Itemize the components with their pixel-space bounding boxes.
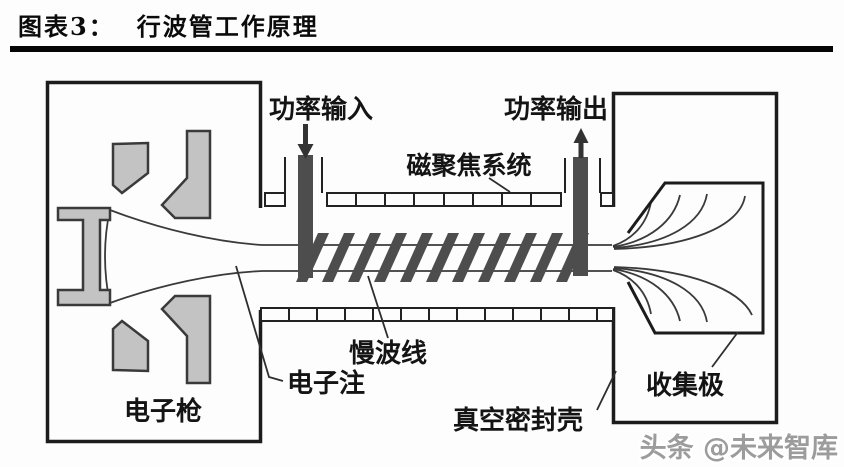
- label-power-output: 功率输出: [504, 94, 608, 125]
- rf-output-antenna: [573, 157, 588, 276]
- rf-input-antenna: [298, 155, 313, 278]
- collector-electrode: [626, 181, 765, 335]
- rf-couplers: [298, 155, 588, 278]
- magnet-row-bottom: [260, 307, 614, 322]
- helix-slow-wave-bars: [296, 233, 589, 282]
- label-electron-gun: 电子枪: [124, 396, 202, 427]
- waveguide-walls: [264, 157, 614, 207]
- focus-electrode-bottom-left: [111, 319, 150, 373]
- electron-beam-lines: [104, 208, 612, 305]
- label-magnetic-focusing-system: 磁聚焦系统: [406, 151, 531, 180]
- power-arrows: [297, 124, 589, 159]
- label-power-input: 功率输入: [269, 94, 373, 125]
- figure-caption-number: 图表3：: [18, 12, 115, 41]
- anode-top-right: [160, 129, 212, 220]
- figure-caption: 图表3： 行波管工作原理: [18, 7, 319, 42]
- electron-gun-electrodes: [56, 129, 212, 385]
- collector-beam-fan: [612, 193, 753, 323]
- magnet-row-top: [326, 192, 562, 207]
- collector-housing: [611, 91, 779, 425]
- label-electron-beam: 电子注: [287, 368, 365, 399]
- caption-divider-rule: [10, 46, 833, 52]
- anode-bottom-right: [160, 294, 212, 385]
- up-arrow-icon: [573, 128, 589, 158]
- cathode: [56, 206, 112, 307]
- watermark-text: 头条 @未来智库: [640, 433, 838, 464]
- label-collector: 收集极: [646, 370, 725, 401]
- label-vacuum-envelope: 真空密封壳: [453, 405, 583, 436]
- label-slow-wave-line: 慢波线: [349, 339, 427, 369]
- down-arrow-icon: [297, 124, 314, 159]
- focus-electrode-top-left: [111, 141, 150, 195]
- figure-caption-title: 行波管工作原理: [136, 12, 319, 41]
- label-leader-lines: [235, 177, 739, 411]
- electron-gun-housing: [45, 80, 263, 444]
